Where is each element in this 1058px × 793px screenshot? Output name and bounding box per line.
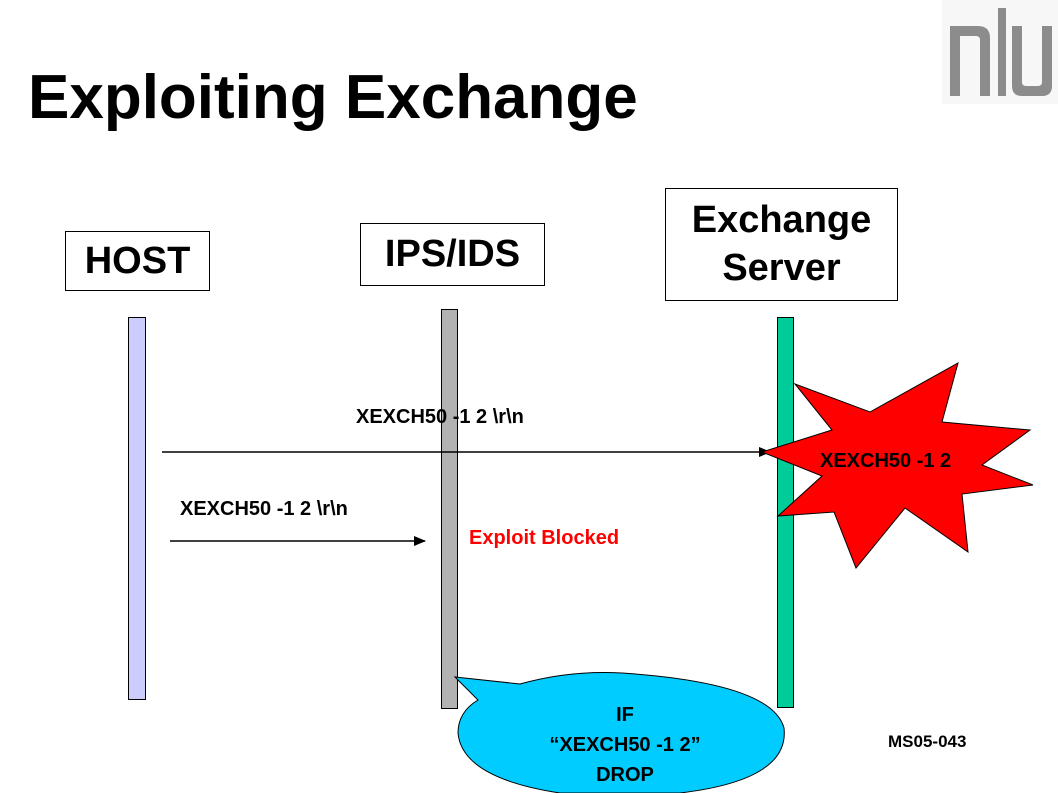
explosion-burst xyxy=(760,361,1034,569)
rule-line-pattern: “XEXCH50 -1 2” xyxy=(549,734,701,756)
message-host-to-exchange: XEXCH50 -1 2 \r\n xyxy=(356,406,524,428)
ips-ids-box: IPS/IDS xyxy=(360,223,545,286)
ips-ids-lifeline xyxy=(441,309,458,709)
host-label: HOST xyxy=(84,239,191,282)
rule-line-drop: DROP xyxy=(596,764,654,786)
reference-label: MS05-043 xyxy=(888,732,967,751)
host-box: HOST xyxy=(65,231,210,291)
ips-ids-label: IPS/IDS xyxy=(384,233,521,275)
slide-title: Exploiting Exchange xyxy=(28,63,638,132)
rule-speech-bubble xyxy=(453,671,785,793)
exchange-server-label-line1: Exchange xyxy=(691,199,872,241)
rule-text: IF “XEXCH50 -1 2” DROP xyxy=(510,700,740,790)
exchange-server-box: Exchange Server xyxy=(665,188,898,301)
message-host-to-ips: XEXCH50 -1 2 \r\n xyxy=(180,498,348,520)
exchange-server-label-line2: Server xyxy=(722,246,841,289)
burst-label: XEXCH50 -1 2 xyxy=(820,450,952,472)
rule-line-if: IF xyxy=(616,704,634,726)
nlu-logo-icon xyxy=(942,0,1058,104)
exploit-blocked-label: Exploit Blocked xyxy=(469,527,620,549)
host-lifeline xyxy=(128,317,146,700)
